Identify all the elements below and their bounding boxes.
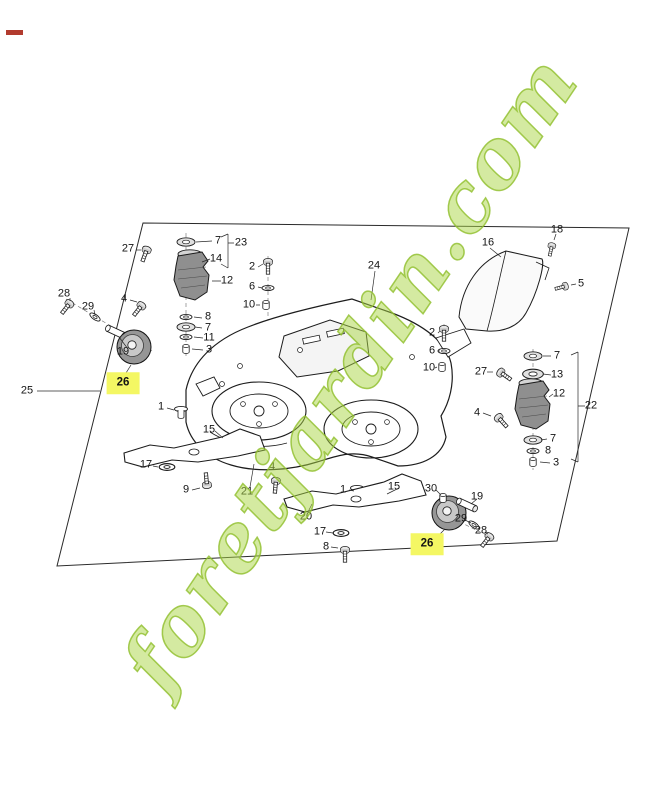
part-callout-29: 29 <box>454 512 468 525</box>
part-callout-28: 28 <box>474 524 488 537</box>
part-callout-26-highlight: 26 <box>410 533 444 555</box>
part-callout-5: 5 <box>577 277 585 290</box>
part-callout-4: 4 <box>473 406 481 419</box>
part-callout-17: 17 <box>313 525 327 538</box>
part-callout-7: 7 <box>553 349 561 362</box>
part-callout-10: 10 <box>242 298 256 311</box>
part-callout-12: 12 <box>552 387 566 400</box>
deck-center-housing <box>278 319 370 378</box>
part-callout-28: 28 <box>57 287 71 300</box>
part-callout-4: 4 <box>120 292 128 305</box>
part-callout-8: 8 <box>544 444 552 457</box>
part-callout-4: 4 <box>268 460 276 473</box>
part-callout-3: 3 <box>205 343 213 356</box>
part-callout-7: 7 <box>549 432 557 445</box>
part-callout-27: 27 <box>474 365 488 378</box>
part-callout-27: 27 <box>121 242 135 255</box>
part-callout-25: 25 <box>20 384 34 397</box>
part-callout-22: 22 <box>584 399 598 412</box>
part-callout-21: 21 <box>240 485 254 498</box>
part-callout-10: 10 <box>422 361 436 374</box>
blade-assembly-left <box>123 405 282 494</box>
part-callout-16: 16 <box>481 236 495 249</box>
leader-lines <box>69 233 585 549</box>
part-callout-19: 19 <box>116 345 130 358</box>
deck-bracket-left <box>195 376 221 397</box>
part-callout-3: 3 <box>552 456 560 469</box>
part-callout-8: 8 <box>204 310 212 323</box>
deck-outline <box>185 298 453 471</box>
part-callout-2: 2 <box>428 326 436 339</box>
mower-deck <box>185 298 472 471</box>
red-mark <box>6 30 23 35</box>
part-callout-24: 24 <box>367 259 381 272</box>
part-callout-9: 9 <box>182 483 190 496</box>
part-callout-1: 1 <box>157 400 165 413</box>
part-callout-15: 15 <box>202 423 216 436</box>
part-callout-7: 7 <box>204 321 212 334</box>
part-callout-13: 13 <box>550 368 564 381</box>
part-callout-6: 6 <box>248 280 256 293</box>
part-callout-12: 12 <box>220 274 234 287</box>
diagram-frame <box>37 222 630 567</box>
blade-assembly-right <box>283 473 427 563</box>
part-callout-14: 14 <box>209 252 223 265</box>
part-callout-11: 11 <box>203 331 215 344</box>
part-callout-17: 17 <box>139 458 153 471</box>
part-callout-8: 8 <box>322 540 330 553</box>
part-callout-29: 29 <box>81 300 95 313</box>
part-callout-26-highlight: 26 <box>106 372 140 394</box>
cover-panel <box>458 250 550 332</box>
part-callout-15: 15 <box>387 480 401 493</box>
part-callout-7: 7 <box>214 234 222 247</box>
part-callout-1: 1 <box>339 483 347 496</box>
part-callout-6: 6 <box>428 344 436 357</box>
part-callout-18: 18 <box>550 223 564 236</box>
part-callout-20: 20 <box>299 510 313 523</box>
blade-housing-right <box>323 399 419 459</box>
blade-21 <box>123 428 266 468</box>
part-callout-2: 2 <box>248 260 256 273</box>
part-callout-19: 19 <box>470 490 484 503</box>
part-callout-30: 30 <box>424 482 438 495</box>
blade-20 <box>283 473 427 513</box>
part-callout-23: 23 <box>234 236 248 249</box>
